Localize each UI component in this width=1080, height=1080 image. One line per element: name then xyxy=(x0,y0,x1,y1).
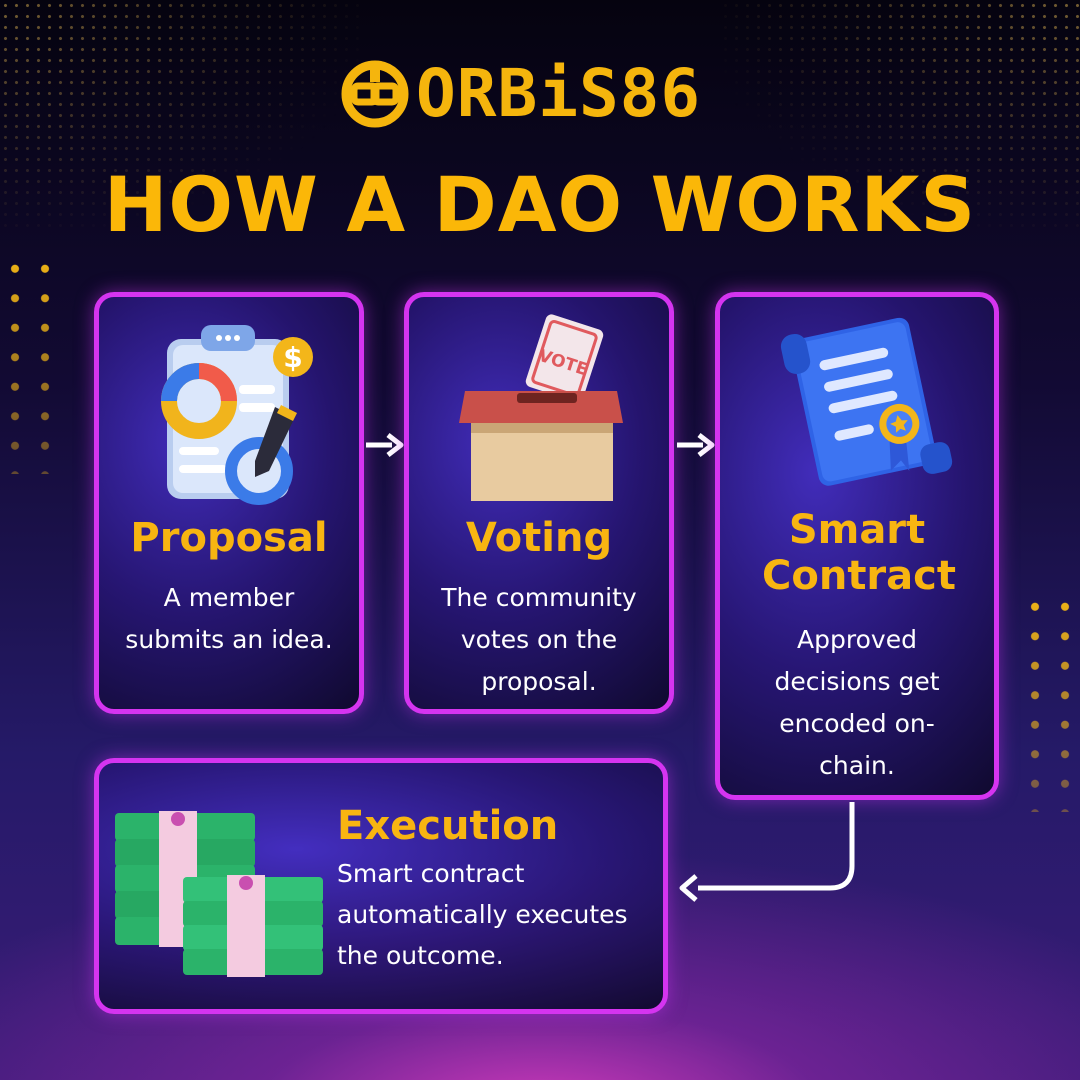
step-description: A member submits an idea. xyxy=(125,583,333,654)
ballot-box-icon: VOTE xyxy=(459,314,623,501)
connector-arrow-icon xyxy=(679,802,855,902)
page-title: HOW A DAO WORKS xyxy=(103,160,977,249)
step-title: Execution xyxy=(337,803,559,849)
step-description: The community votes on the proposal. xyxy=(441,583,637,696)
orbis-logo-icon xyxy=(341,60,409,128)
step-card-proposal: $ Proposal A member submits an idea. xyxy=(94,292,364,714)
step-title: Voting xyxy=(465,515,613,561)
step-card-execution: Execution Smart contract automatically e… xyxy=(94,758,668,1014)
cash-stack-icon xyxy=(115,811,323,977)
step-title: Proposal xyxy=(130,515,328,561)
step-description: Smart contract automatically executes th… xyxy=(337,859,628,970)
decorative-dot-pattern xyxy=(720,0,1080,230)
step-card-smart-contract: Smart Contract Approved decisions get en… xyxy=(715,292,999,800)
contract-scroll-icon xyxy=(780,317,953,486)
svg-text:$: $ xyxy=(283,341,302,374)
step-card-voting: VOTE Voting The community votes on the p… xyxy=(404,292,674,714)
arrow-right-icon xyxy=(366,433,404,457)
brand-logo: ORBiS86 xyxy=(340,58,701,130)
clipboard-chart-icon: $ xyxy=(161,325,313,505)
step-description: Approved decisions get encoded on-chain. xyxy=(774,625,940,780)
brand-name: ORBiS86 xyxy=(416,55,702,132)
decorative-side-dots xyxy=(0,254,50,474)
arrow-right-icon xyxy=(677,433,715,457)
decorative-side-dots xyxy=(1020,592,1080,812)
step-title: Smart Contract xyxy=(720,507,994,599)
step-title-text: Smart Contract xyxy=(762,507,956,599)
decorative-dot-pattern xyxy=(0,0,360,230)
